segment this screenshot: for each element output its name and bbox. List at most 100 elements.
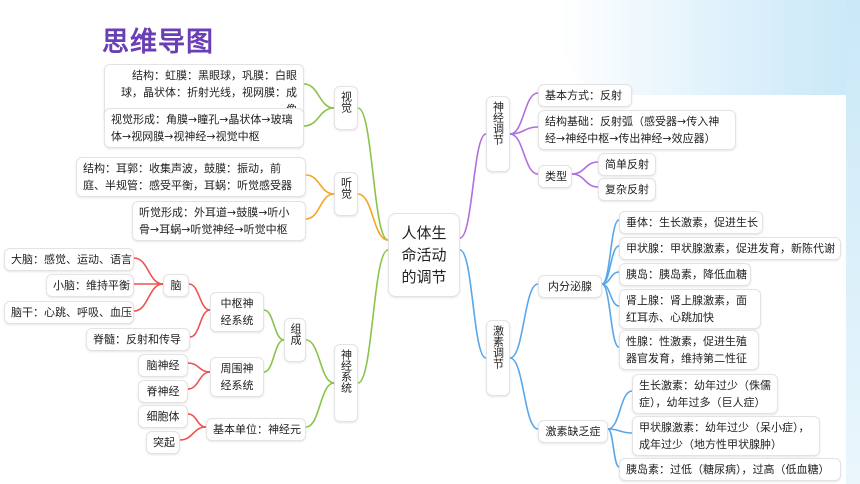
- cranial-nerve-text: 脑神经: [146, 359, 180, 372]
- edge-deficiency-insulin: [607, 428, 620, 468]
- edge-hearing-structure: [305, 174, 335, 195]
- process-text: 突起: [153, 436, 175, 449]
- edge-pns-spinal: [187, 371, 211, 390]
- thyroid-hormone-node: 甲状腺激素：幼年过少（呆小症），成年过少（地方性甲状腺肿）: [632, 416, 820, 456]
- hearing-formation-node: 听觉形成：外耳道→鼓膜→听小骨→耳蜗→听觉神经→听觉中枢: [132, 201, 306, 241]
- edge-types-complex: [571, 173, 599, 188]
- vision-formation-text: 视觉形成：角膜→瞳孔→晶状体→玻璃体→视网膜→视神经→视觉中枢: [111, 113, 293, 143]
- hearing-label: 听觉: [339, 177, 353, 199]
- brainstem-text: 脑干：心跳、呼吸、血压: [11, 306, 132, 319]
- pituitary-node: 垂体：生长激素，促进生长: [619, 211, 763, 234]
- brain-node: 脑: [163, 274, 189, 297]
- edge-pns-cranial: [187, 362, 211, 373]
- hearing-node: 听觉: [334, 172, 358, 216]
- cerebrum-node: 大脑：感觉、运动、语言: [4, 248, 134, 271]
- pituitary-text: 垂体：生长激素，促进生长: [626, 216, 758, 229]
- cns-text: 中枢神经系统: [220, 297, 254, 327]
- edge-deficiency-growth: [607, 390, 633, 430]
- structural-basis-text: 结构基础：反射弧（感受器→传入神经→神经中枢→传出神经→效应器）: [545, 115, 720, 145]
- vision-label: 视觉: [339, 91, 353, 113]
- pns-text: 周围神经系统: [220, 362, 254, 392]
- header-decoration: [560, 0, 860, 95]
- edge-nervous-composition: [305, 339, 335, 384]
- hearing-formation-text: 听觉形成：外耳道→鼓膜→听小骨→耳蜗→听觉神经→听觉中枢: [139, 206, 290, 236]
- pancreas-islet-text: 胰岛：胰岛素，降低血糖: [626, 268, 747, 281]
- neural-regulation-node: 神经调节: [486, 96, 510, 172]
- edge-center-nervous: [357, 249, 389, 384]
- edge-brain-cerebrum: [133, 257, 164, 285]
- edge-center-vision: [357, 107, 389, 241]
- thyroid-hormone-text: 甲状腺激素：幼年过少（呆小症），成年过少（地方性甲状腺肿）: [639, 421, 810, 451]
- spinal-cord-node: 脊髓：反射和传导: [86, 328, 190, 351]
- endocrine-text: 内分泌腺: [548, 280, 592, 293]
- pns-node: 周围神经系统: [210, 357, 264, 397]
- edge-center-hearing: [357, 193, 389, 241]
- cell-body-text: 细胞体: [146, 410, 180, 423]
- edge-hormone-endocrine: [509, 283, 539, 359]
- growth-hormone-text: 生长激素：幼年过少（侏儒症），幼年过多（巨人症）: [639, 379, 771, 409]
- edge-vision-formation: [303, 107, 335, 127]
- composition-node: 组成: [284, 318, 306, 362]
- cranial-nerve-node: 脑神经: [138, 354, 188, 377]
- thyroid-node: 甲状腺：甲状腺激素，促进发育，新陈代谢: [619, 237, 841, 260]
- hormone-regulation-label: 激素调节: [491, 325, 505, 369]
- cell-body-node: 细胞体: [138, 405, 188, 428]
- simple-reflex-node: 简单反射: [598, 153, 656, 176]
- nervous-system-label: 神经系统: [339, 349, 353, 393]
- edge-hearing-formation: [305, 193, 335, 220]
- hearing-structure-node: 结构：耳郭：收集声波，鼓膜：振动，前庭、半规管：感受平衡，耳蜗：听觉感受器: [76, 157, 306, 197]
- thyroid-text: 甲状腺：甲状腺激素，促进发育，新陈代谢: [626, 242, 835, 255]
- complex-reflex-node: 复杂反射: [598, 178, 656, 201]
- cns-node: 中枢神经系统: [210, 292, 264, 332]
- edge-hormone-deficiency: [509, 357, 539, 430]
- types-node: 类型: [538, 165, 572, 188]
- edge-neural-basis: [509, 126, 539, 135]
- process-node: 突起: [146, 431, 180, 454]
- hearing-structure-text: 结构：耳郭：收集声波，鼓膜：振动，前庭、半规管：感受平衡，耳蜗：听觉感受器: [83, 162, 292, 192]
- adrenal-node: 肾上腺：肾上腺激素，面红耳赤、心跳加快: [619, 289, 761, 329]
- brain-text: 脑: [170, 279, 182, 292]
- edge-endocrine-gonad: [601, 283, 620, 348]
- composition-label: 组成: [289, 323, 302, 345]
- basic-mode-node: 基本方式：反射: [538, 84, 632, 107]
- spinal-nerve-node: 脊神经: [138, 380, 188, 403]
- gonad-text: 性腺：性激素，促进生殖器官发育，维持第二性征: [626, 335, 747, 365]
- hormone-regulation-node: 激素调节: [486, 320, 510, 396]
- adrenal-text: 肾上腺：肾上腺激素，面红耳赤、心跳加快: [626, 294, 747, 324]
- spinal-nerve-text: 脊神经: [146, 385, 180, 398]
- edge-nervous-unit: [305, 382, 335, 428]
- insulin-text: 胰岛素：过低（糖尿病），过高（低血糖）: [626, 463, 830, 476]
- complex-reflex-text: 复杂反射: [605, 183, 649, 196]
- edge-brain-brainstem: [133, 283, 164, 312]
- center-node: 人体生 命活动 的调节: [388, 213, 460, 297]
- cerebellum-node: 小脑：维持平衡: [46, 274, 134, 297]
- structural-basis-node: 结构基础：反射弧（感受器→传入神经→神经中枢→传出神经→效应器）: [538, 110, 736, 150]
- simple-reflex-text: 简单反射: [605, 158, 649, 171]
- types-text: 类型: [545, 170, 567, 183]
- center-line-3: 的调节: [401, 268, 447, 286]
- center-line-1: 人体生: [401, 224, 447, 242]
- edge-composition-cns: [263, 309, 285, 341]
- nervous-system-node: 神经系统: [334, 344, 358, 422]
- growth-hormone-node: 生长激素：幼年过少（侏儒症），幼年过多（巨人症）: [632, 374, 778, 414]
- edge-center-hormone: [459, 249, 487, 359]
- basic-mode-text: 基本方式：反射: [545, 89, 622, 102]
- pancreas-islet-node: 胰岛：胰岛素，降低血糖: [619, 263, 751, 286]
- edge-neural-mode: [509, 92, 539, 135]
- gonad-node: 性腺：性激素，促进生殖器官发育，维持第二性征: [619, 330, 759, 370]
- endocrine-node: 内分泌腺: [538, 275, 602, 298]
- cerebrum-text: 大脑：感觉、运动、语言: [11, 253, 132, 266]
- vision-node: 视觉: [334, 86, 358, 130]
- edge-composition-pns: [263, 339, 285, 373]
- deficiency-node: 激素缺乏症: [538, 420, 608, 443]
- edge-vision-structure: [303, 83, 335, 109]
- edge-center-neural: [459, 133, 487, 239]
- basic-unit-node: 基本单位：神经元: [206, 418, 306, 441]
- edge-types-simple: [571, 161, 599, 175]
- basic-unit-text: 基本单位：神经元: [213, 423, 301, 436]
- page-title: 思维导图: [102, 27, 214, 58]
- insulin-node: 胰岛素：过低（糖尿病），过高（低血糖）: [619, 458, 841, 481]
- edge-unit-cellbody: [187, 413, 207, 428]
- center-line-2: 命活动: [401, 246, 447, 264]
